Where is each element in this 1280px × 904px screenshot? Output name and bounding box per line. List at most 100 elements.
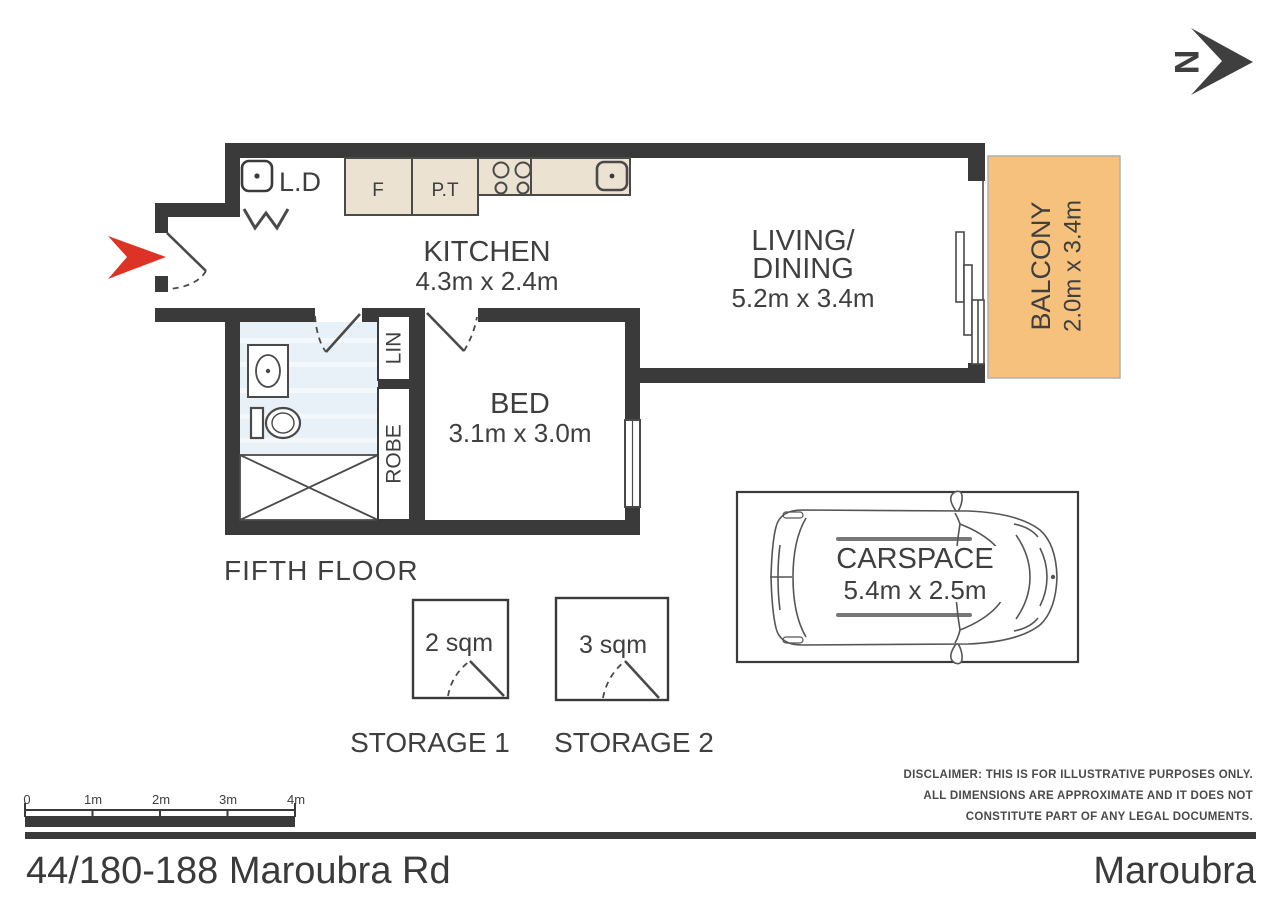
entry-door-leaf xyxy=(166,232,207,272)
laundry: L.D xyxy=(240,159,321,231)
bedroom: BED 3.1m x 3.0m xyxy=(426,312,641,508)
fridge-space xyxy=(344,157,413,216)
scale-bar-fill xyxy=(25,816,295,827)
burner xyxy=(494,181,508,195)
north-label: N xyxy=(1167,50,1205,75)
wall-segment xyxy=(155,276,168,292)
bathroom-floor-stripes xyxy=(240,338,378,443)
bed-name: BED xyxy=(490,388,550,420)
car-apillar xyxy=(954,629,961,644)
carspace: CARSPACE 5.4m x 2.5m xyxy=(735,490,1080,665)
entry-arrow-icon xyxy=(108,236,166,279)
robe-label: ROBE xyxy=(383,424,406,484)
footer-divider xyxy=(25,832,1256,839)
footer: 44/180-188 Maroubra Rd Maroubra xyxy=(25,832,1257,892)
disclaimer-line: CONSTITUTE PART OF ANY LEGAL DOCUMENTS. xyxy=(966,811,1253,823)
north-arrow-icon xyxy=(1191,28,1253,95)
wall-segment xyxy=(478,308,640,322)
living-name-line1: LIVING/ xyxy=(751,225,855,257)
storage-2-outline xyxy=(554,596,670,702)
scale-tick-label: 3m xyxy=(219,792,237,807)
wall-segment xyxy=(625,507,640,535)
bathroom-door-swing xyxy=(314,315,327,353)
balcony-slider xyxy=(955,181,985,365)
burner xyxy=(492,161,510,179)
car-apillar xyxy=(954,512,961,525)
wall-segment xyxy=(155,203,240,217)
car-headlight xyxy=(1013,617,1039,632)
closets: LIN ROBE xyxy=(377,315,411,521)
storage-1: 2 sqm STORAGE 1 xyxy=(350,598,510,758)
balcony-area xyxy=(987,155,1121,379)
bed-door-swing xyxy=(463,316,478,352)
toilet-bowl-inner xyxy=(271,412,295,434)
vanity-basin-drain xyxy=(265,368,271,374)
kitchen-name: KITCHEN xyxy=(423,236,550,268)
linen-label: LIN xyxy=(383,332,406,365)
linen-closet xyxy=(377,315,411,381)
scale-tick-label: 1m xyxy=(84,792,102,807)
walls xyxy=(155,143,985,535)
wall-segment xyxy=(410,322,425,520)
wall-segment xyxy=(225,322,240,535)
footer-suburb: Maroubra xyxy=(1093,850,1256,892)
balcony-name: BALCONY xyxy=(1026,201,1056,330)
car-mirror xyxy=(949,643,963,665)
storage-1-area: 2 sqm xyxy=(425,629,493,657)
living-dims: 5.2m x 3.4m xyxy=(731,283,874,313)
car-tail-light xyxy=(782,636,804,644)
storage-2-area: 3 sqm xyxy=(579,631,647,659)
kitchen-dims: 4.3m x 2.4m xyxy=(415,266,558,296)
entry-door-swing xyxy=(169,270,207,290)
balcony-dims: 2.0m x 3.4m xyxy=(1060,200,1087,332)
car-roof-rail xyxy=(836,537,972,541)
wall-segment xyxy=(155,308,315,322)
storage-1-door-swing xyxy=(447,660,471,697)
pantry-label: P.T xyxy=(431,180,459,201)
storage-2-label: STORAGE 2 xyxy=(554,727,714,758)
car-rear-glass xyxy=(792,517,807,638)
laundry-tub-drain xyxy=(254,173,260,179)
kitchen-room: KITCHEN 4.3m x 2.4m xyxy=(415,236,558,296)
living-name-line2: DINING xyxy=(752,253,854,285)
footer-address: 44/180-188 Maroubra Rd xyxy=(26,850,451,892)
floor-label: FIFTH FLOOR xyxy=(224,555,419,586)
laundry-bifold-door xyxy=(242,208,290,231)
balcony: BALCONY 2.0m x 3.4m xyxy=(987,155,1121,379)
car-hood-line xyxy=(1015,534,1031,620)
disclaimer-line: DISCLAIMER: THIS IS FOR ILLUSTRATIVE PUR… xyxy=(904,769,1253,781)
disclaimer: DISCLAIMER: THIS IS FOR ILLUSTRATIVE PUR… xyxy=(904,769,1253,823)
car-front-bumper xyxy=(1039,547,1048,607)
car-roof-rail xyxy=(836,613,972,617)
wall-segment xyxy=(968,363,985,383)
wall-segment xyxy=(155,217,168,233)
toilet-cistern xyxy=(249,406,265,440)
burner xyxy=(516,181,530,195)
wall-segment xyxy=(225,143,985,158)
laundry-label: L.D xyxy=(279,167,321,197)
shower-cross-line xyxy=(239,454,379,521)
slider-panel xyxy=(963,264,973,336)
north-arrow: N xyxy=(1167,28,1253,95)
robe-closet xyxy=(377,387,411,521)
car-headlight xyxy=(1013,523,1039,538)
bathroom-door-leaf xyxy=(325,313,361,353)
storage-1-door-leaf xyxy=(469,660,505,697)
bed-door-leaf xyxy=(426,312,465,352)
kitchen-bench xyxy=(344,157,631,216)
storage-2-door-leaf xyxy=(624,660,660,699)
storage-1-label: STORAGE 1 xyxy=(350,727,510,758)
carspace-dims: 5.4m x 2.5m xyxy=(843,575,986,605)
fridge-label: F xyxy=(372,180,384,201)
wall-segment xyxy=(225,520,640,535)
storage-2: 3 sqm STORAGE 2 xyxy=(554,596,714,758)
storage-2-door-swing xyxy=(602,660,626,699)
slider-panel xyxy=(955,231,965,303)
wall-segment xyxy=(968,143,985,181)
burner xyxy=(514,161,532,179)
scale-tick-label: 2m xyxy=(152,792,170,807)
entry xyxy=(108,232,207,290)
wall-segment xyxy=(625,308,640,420)
car-tail-light xyxy=(782,511,804,519)
